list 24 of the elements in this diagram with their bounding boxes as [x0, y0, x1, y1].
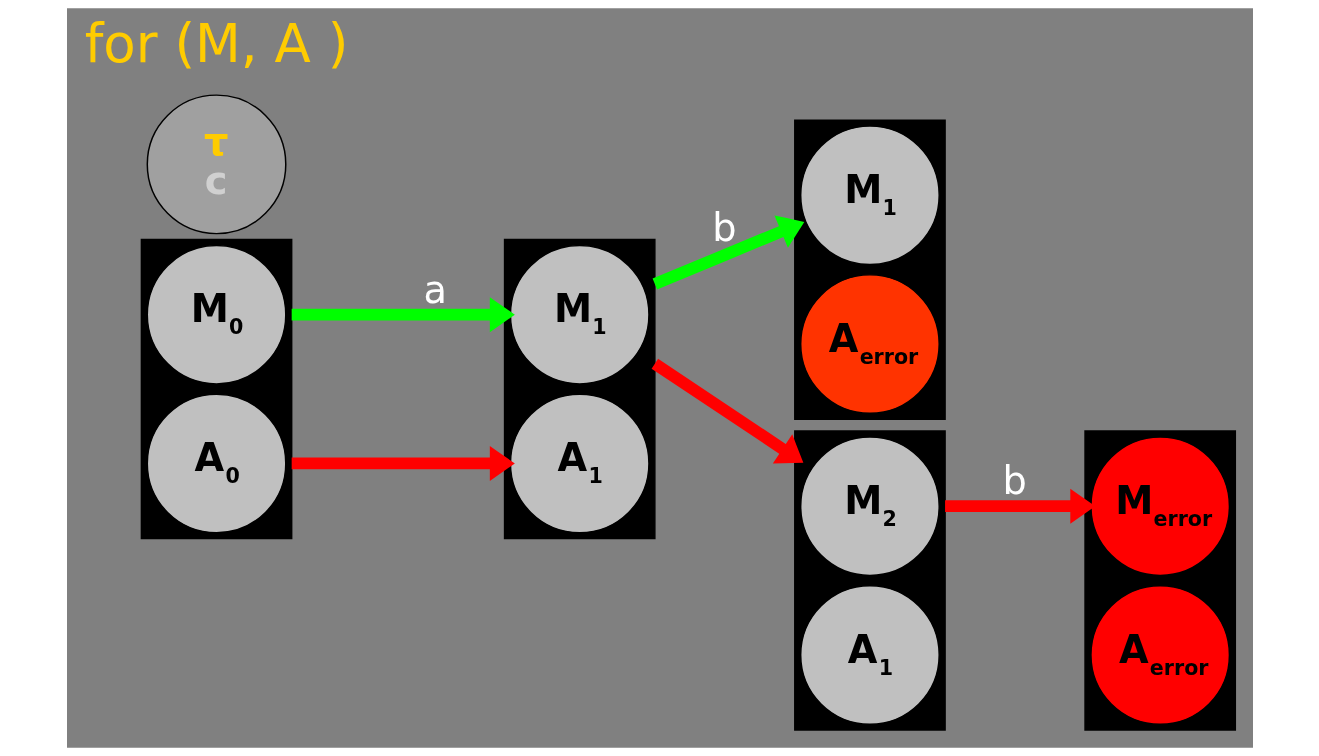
node-circle: A$_{error}$	[799, 274, 940, 415]
cluster	[1083, 430, 1236, 731]
node-circle: M$_{1}$	[799, 125, 940, 266]
arrow	[291, 297, 515, 333]
cluster	[793, 430, 946, 731]
cluster	[140, 238, 292, 540]
node-circle: A$_{1}$	[799, 585, 940, 725]
node-circle: A$_{1}$	[509, 393, 650, 534]
node-circle: M$_{2}$	[799, 436, 940, 577]
edge-label: b	[1002, 458, 1027, 504]
node-circle: M$_{0}$	[146, 244, 286, 385]
node-circle: M$_{error}$	[1089, 436, 1230, 577]
edge-label: a	[423, 266, 447, 312]
arrow	[291, 445, 515, 481]
node-circle: A$_{0}$	[146, 393, 286, 534]
arrow	[944, 488, 1095, 524]
label: for (M, A )	[84, 13, 348, 76]
edge-label: b	[711, 204, 737, 250]
arrow	[652, 215, 804, 290]
cluster	[793, 119, 946, 420]
cluster	[503, 238, 656, 540]
node-circle: A$_{error}$	[1089, 585, 1230, 725]
node-circle: M$_{1}$	[509, 244, 650, 385]
arrow	[651, 358, 803, 464]
